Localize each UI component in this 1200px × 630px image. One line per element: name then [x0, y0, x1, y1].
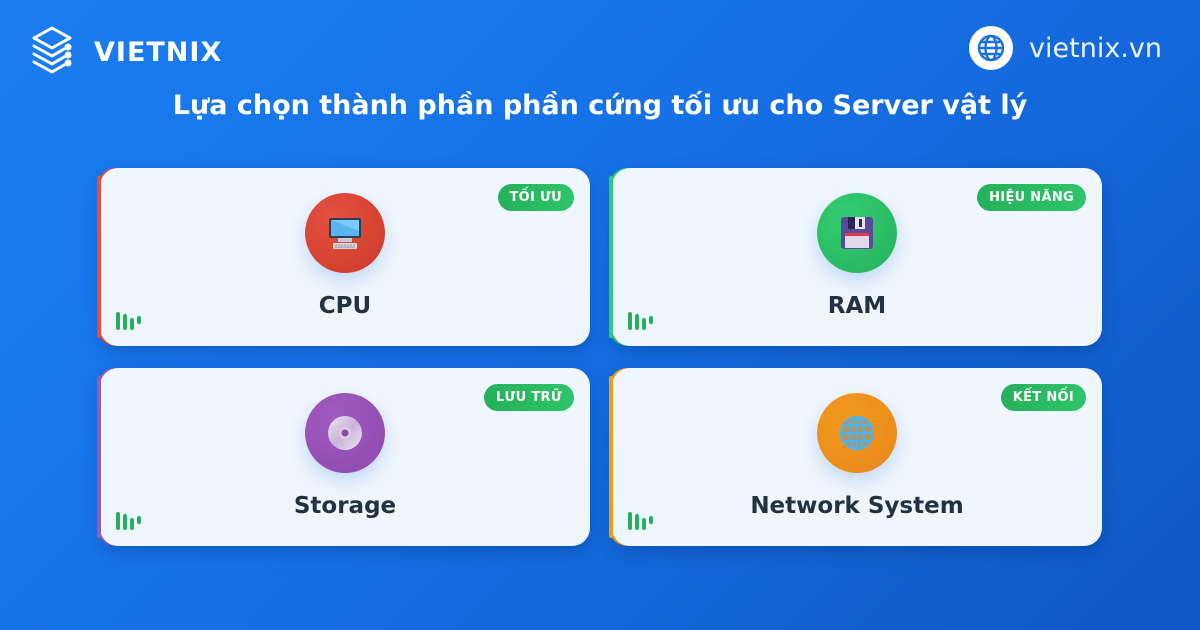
card-network-system[interactable]: KẾT NỐI Network System — [609, 368, 1102, 546]
logo-text: VIETNIX — [94, 36, 223, 68]
signal-bars-icon — [628, 310, 653, 330]
card-cpu[interactable]: TỐI ƯU CPU — [97, 168, 590, 346]
accent-bar — [609, 176, 613, 338]
globe-icon — [969, 26, 1014, 70]
accent-bar — [97, 176, 101, 338]
status-badge: LƯU TRỮ — [483, 384, 574, 411]
accent-bar — [609, 376, 613, 538]
optical-disc-icon — [305, 393, 385, 473]
card-title: Storage — [293, 493, 397, 519]
card-title: CPU — [318, 293, 372, 319]
signal-bars-icon — [116, 510, 141, 530]
status-badge: KẾT NỐI — [1000, 384, 1086, 411]
signal-bars-icon — [628, 510, 653, 530]
desktop-computer-icon — [305, 193, 385, 273]
vietnix-logo[interactable]: VIETNIX — [30, 22, 222, 82]
card-title: Network System — [750, 493, 964, 519]
website-link[interactable]: vietnix.vn — [969, 26, 1162, 70]
website-text: vietnix.vn — [1029, 32, 1162, 64]
card-ram[interactable]: HIỆU NĂNG RAM — [609, 168, 1102, 346]
status-badge: HIỆU NĂNG — [977, 184, 1086, 211]
accent-bar — [97, 376, 101, 538]
card-title: RAM — [827, 293, 887, 319]
page-title: Lựa chọn thành phần phần cứng tối ưu cho… — [172, 90, 1028, 121]
card-storage[interactable]: LƯU TRỮ Storage — [97, 368, 590, 546]
signal-bars-icon — [116, 310, 141, 330]
status-badge: TỐI ƯU — [497, 184, 574, 211]
stacked-server-layers-icon — [30, 22, 86, 82]
floppy-disk-icon — [817, 193, 897, 273]
globe-icon — [817, 393, 897, 473]
